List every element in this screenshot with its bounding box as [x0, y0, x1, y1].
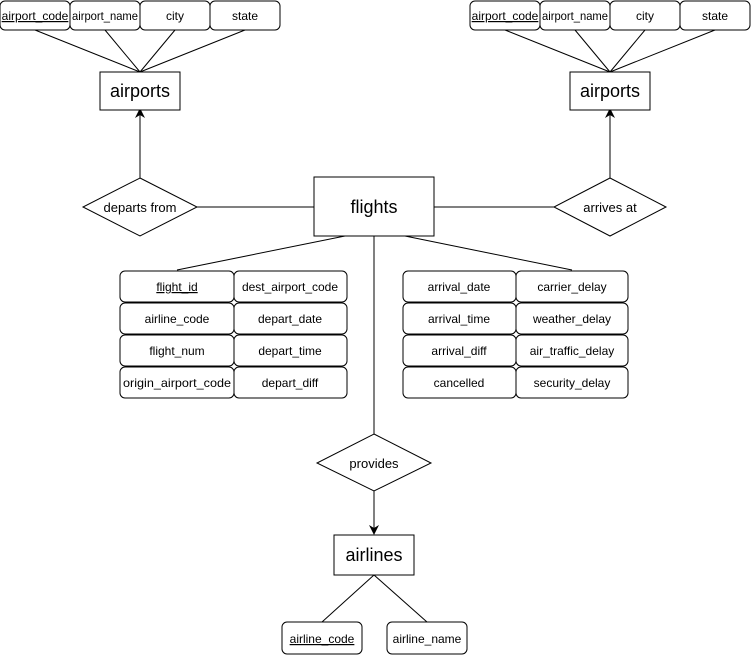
attribute-city: city: [139, 0, 211, 31]
attribute-state: state: [209, 0, 281, 31]
entity-airports-right: airports: [569, 71, 651, 111]
attribute-depart-diff: depart_diff: [233, 366, 348, 399]
flights-attributes-right: arrival_date carrier_delay arrival_time …: [402, 270, 629, 399]
attribute-label: airport_name: [542, 9, 608, 23]
attribute-state: state: [679, 0, 751, 31]
entity-label: airports: [110, 81, 170, 101]
attribute-label: dest_airport_code: [242, 280, 338, 294]
attribute-label: arrival_diff: [431, 344, 487, 358]
attribute-airport-code: airport_code: [0, 0, 71, 31]
attribute-weather-delay: weather_delay: [515, 302, 629, 335]
attribute-label: weather_delay: [532, 312, 611, 326]
attribute-label: airport_code: [472, 9, 539, 23]
connectors: [34, 29, 716, 623]
entity-flights: flights: [313, 176, 435, 237]
attribute-label: airport_code: [2, 9, 69, 23]
attribute-label: depart_diff: [262, 376, 319, 390]
attribute-label: flight_num: [149, 344, 204, 358]
attribute-cancelled: cancelled: [402, 366, 517, 399]
attribute-air-traffic-delay: air_traffic_delay: [515, 334, 629, 367]
attribute-arrival-time: arrival_time: [402, 302, 517, 335]
entity-airports-left: airports: [99, 71, 181, 111]
attribute-flight-num: flight_num: [119, 334, 235, 367]
attribute-label: security_delay: [534, 376, 611, 390]
flights-attributes-left: flight_id dest_airport_code airline_code…: [119, 270, 348, 399]
attribute-depart-date: depart_date: [233, 302, 348, 335]
attribute-carrier-delay: carrier_delay: [515, 270, 629, 303]
airports-left-attributes: airport_code airport_name city state: [0, 0, 281, 31]
attribute-label: carrier_delay: [537, 280, 606, 294]
attribute-label: air_traffic_delay: [530, 344, 615, 358]
airlines-attributes: airline_code airline_name: [281, 621, 468, 655]
attribute-airline-code: airline_code: [119, 302, 235, 335]
relationship-label: departs from: [104, 200, 177, 215]
attribute-label: cancelled: [434, 376, 485, 390]
attribute-label: flight_id: [156, 280, 197, 294]
attribute-arrival-diff: arrival_diff: [402, 334, 517, 367]
attribute-label: airline_name: [393, 632, 462, 646]
attribute-airline-code: airline_code: [281, 621, 363, 655]
relationship-departs-from: departs from: [81, 177, 199, 237]
attribute-label: arrival_time: [428, 312, 490, 326]
attribute-city: city: [609, 0, 681, 31]
relationship-provides: provides: [315, 433, 433, 492]
attribute-depart-time: depart_time: [233, 334, 348, 367]
entity-label: airlines: [345, 545, 402, 565]
relationship-label: arrives at: [583, 200, 637, 215]
attribute-label: origin_airport_code: [123, 376, 231, 390]
entity-label: flights: [350, 197, 397, 217]
attribute-flight-id: flight_id: [119, 270, 235, 303]
relationship-arrives-at: arrives at: [552, 177, 668, 237]
relationship-label: provides: [349, 456, 399, 471]
attribute-label: city: [166, 9, 184, 23]
attribute-label: airport_name: [72, 9, 138, 23]
attribute-label: airline_code: [290, 632, 355, 646]
attribute-label: city: [636, 9, 654, 23]
attribute-airport-code: airport_code: [469, 0, 541, 31]
attribute-label: depart_time: [258, 344, 322, 358]
entity-airlines: airlines: [333, 534, 415, 576]
attribute-label: state: [702, 9, 728, 23]
attribute-airline-name: airline_name: [386, 621, 468, 655]
attribute-origin-airport-code: origin_airport_code: [119, 366, 235, 399]
attribute-security-delay: security_delay: [515, 366, 629, 399]
airports-right-attributes: airport_code airport_name city state: [469, 0, 751, 31]
attribute-airport-name: airport_name: [539, 0, 611, 31]
attribute-airport-name: airport_name: [69, 0, 141, 31]
attribute-label: airline_code: [145, 312, 210, 326]
attribute-label: arrival_date: [428, 280, 491, 294]
attribute-dest-airport-code: dest_airport_code: [233, 270, 348, 303]
entity-label: airports: [580, 81, 640, 101]
attribute-label: state: [232, 9, 258, 23]
attribute-arrival-date: arrival_date: [402, 270, 517, 303]
attribute-label: depart_date: [258, 312, 322, 326]
